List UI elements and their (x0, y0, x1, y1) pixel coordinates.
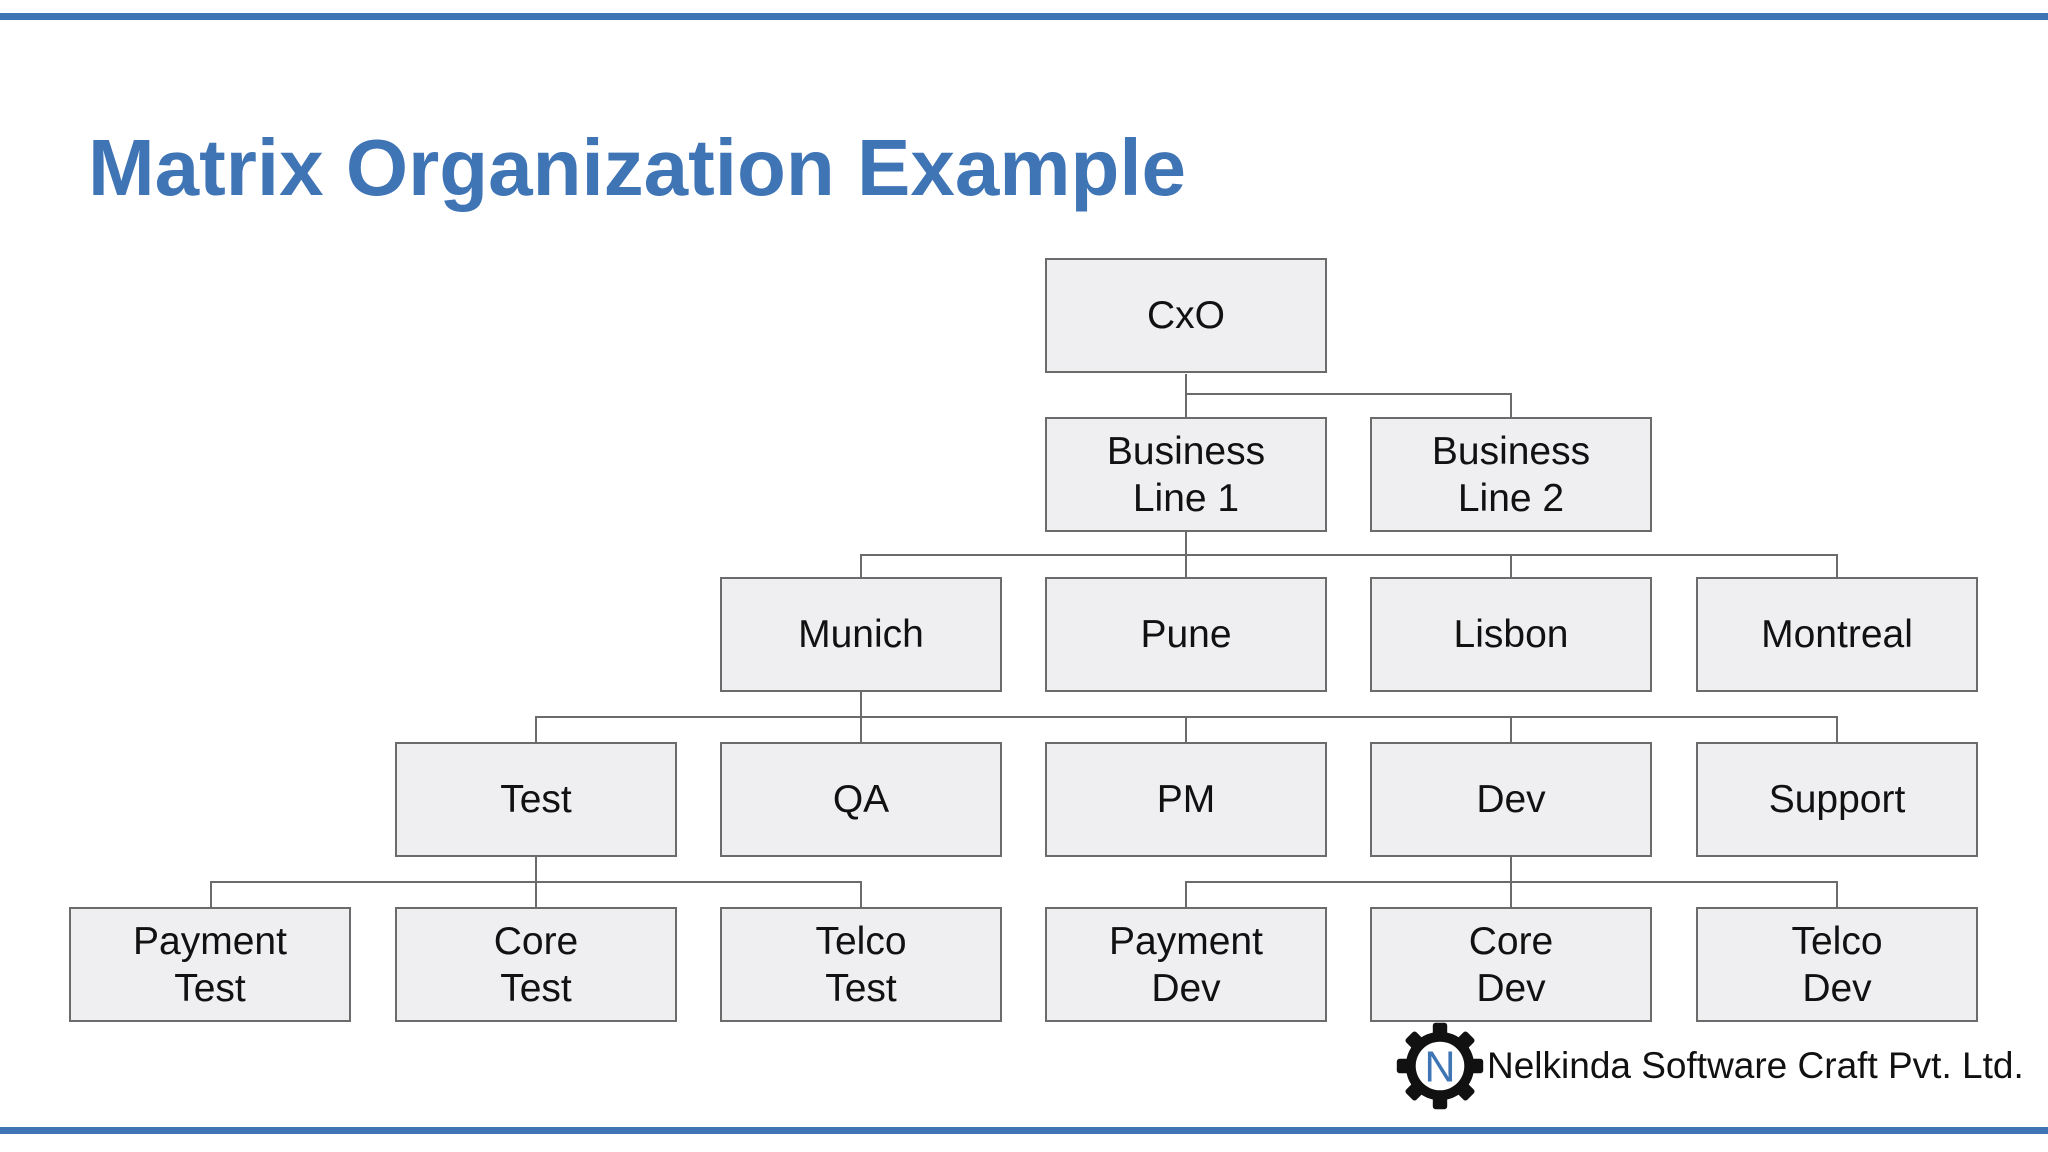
node-lisbon: Lisbon (1370, 577, 1652, 692)
connector-cxo-business-lines (1185, 374, 1512, 418)
node-pune: Pune (1045, 577, 1327, 692)
node-qa: QA (720, 742, 1002, 857)
slide-title: Matrix Organization Example (88, 123, 1187, 212)
node-telco-dev: Telco Dev (1696, 907, 1978, 1022)
node-core-test: Core Test (395, 907, 677, 1022)
top-accent-rule (0, 13, 2048, 20)
node-core-dev: Core Dev (1370, 907, 1652, 1022)
node-pm: PM (1045, 742, 1327, 857)
node-business-line-2: Business Line 2 (1370, 417, 1652, 532)
bottom-accent-rule (0, 1127, 2048, 1134)
node-test: Test (395, 742, 677, 857)
company-footer: N Nelkinda Software Craft Pvt. Ltd. (1395, 1022, 2024, 1110)
node-payment-test: Payment Test (69, 907, 351, 1022)
logo-letter: N (1424, 1043, 1455, 1091)
connector-cities-bus (860, 554, 1838, 578)
node-telco-test: Telco Test (720, 907, 1002, 1022)
node-support: Support (1696, 742, 1978, 857)
node-dev: Dev (1370, 742, 1652, 857)
gear-n-logo-icon: N (1396, 1022, 1484, 1110)
node-munich: Munich (720, 577, 1002, 692)
company-name: Nelkinda Software Craft Pvt. Ltd. (1487, 1045, 2024, 1086)
node-cxo: CxO (1045, 258, 1327, 373)
node-business-line-1: Business Line 1 (1045, 417, 1327, 532)
node-payment-dev: Payment Dev (1045, 907, 1327, 1022)
node-montreal: Montreal (1696, 577, 1978, 692)
